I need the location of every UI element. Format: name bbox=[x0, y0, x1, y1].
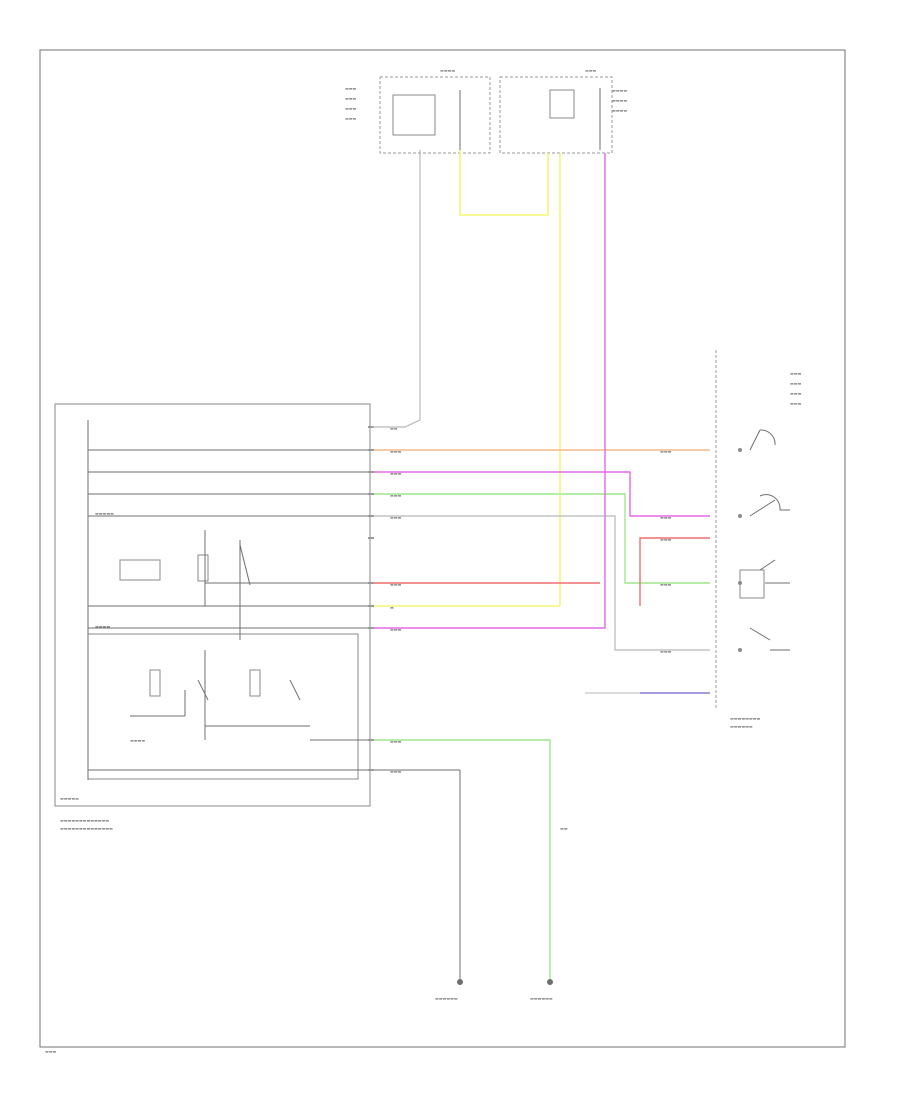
top-left-tiny-label-2: ▬▬▬ bbox=[345, 96, 357, 101]
wire-labels: ▬▬ ▬▬▬ ▬▬▬ ▬▬▬ ▬▬▬ ▬▬▬ ▬ ▬▬▬ ▬▬▬ ▬▬▬ ▬▬▬… bbox=[390, 426, 672, 831]
diagram-frame bbox=[39, 49, 846, 1048]
relay-lower-contact-1 bbox=[197, 679, 209, 701]
wire-label: ▬▬ bbox=[560, 826, 568, 831]
wire-label: ▬▬▬ bbox=[660, 537, 672, 542]
wire-magenta-upper bbox=[374, 471, 710, 517]
wire-red bbox=[639, 537, 710, 606]
wire-label: ▬▬▬ bbox=[390, 449, 402, 454]
top-right-tiny-label-4: ▬▬▬ bbox=[585, 68, 597, 73]
wire-label: ▬▬▬ bbox=[660, 515, 672, 520]
wire-label: ▬▬▬ bbox=[390, 582, 402, 587]
control-module: ▬▬▬▬▬ ▬▬▬▬ ▬▬▬▬ ▬▬▬▬▬ ▬▬▬▬▬▬▬▬▬▬▬▬▬ ▬▬▬▬… bbox=[54, 403, 371, 831]
top-left-tiny-label-1: ▬▬▬ bbox=[345, 86, 357, 91]
simple-switch bbox=[749, 627, 790, 651]
module-pin bbox=[368, 769, 374, 771]
top-right-connector: ▬▬▬▬ ▬▬▬▬ ▬▬▬▬ ▬▬▬ bbox=[499, 68, 627, 154]
wire-green-ground bbox=[374, 739, 551, 980]
switch-pin bbox=[738, 514, 742, 518]
right-tiny-label-6: ▬▬▬▬▬▬ bbox=[730, 724, 753, 729]
wire-label: ▬▬▬ bbox=[660, 649, 672, 654]
wire-green bbox=[374, 493, 710, 584]
module-pin bbox=[368, 739, 374, 741]
top-right-connector-box bbox=[499, 76, 613, 154]
module-pin bbox=[368, 537, 374, 539]
right-tiny-label-4: ▬▬▬ bbox=[790, 401, 802, 406]
wire-gray-mid bbox=[374, 515, 710, 651]
top-left-connector: ▬▬▬ ▬▬▬ ▬▬▬ ▬▬▬ ▬▬▬▬ bbox=[345, 68, 491, 154]
module-pins bbox=[368, 426, 374, 771]
wire-label: ▬▬▬ bbox=[660, 582, 672, 587]
rotary-switch-3 bbox=[759, 559, 790, 584]
module-tiny-label-2: ▬▬▬▬ bbox=[95, 624, 110, 629]
module-pin bbox=[368, 605, 374, 607]
right-switch-assembly: ▬▬▬ ▬▬▬ ▬▬▬ ▬▬▬ ▬▬▬▬▬▬▬▬ ▬▬▬▬▬▬ bbox=[715, 350, 802, 729]
top-right-tiny-label-3: ▬▬▬▬ bbox=[612, 108, 627, 113]
relay-lower-contact-2 bbox=[289, 679, 301, 701]
module-tiny-label-4: ▬▬▬▬▬ bbox=[60, 796, 79, 801]
top-left-tiny-label-4: ▬▬▬ bbox=[345, 116, 357, 121]
module-pin bbox=[368, 426, 374, 428]
wire-magenta-lower bbox=[374, 153, 606, 629]
right-tiny-label-5: ▬▬▬▬▬▬▬▬ bbox=[730, 716, 760, 721]
wire-label: ▬▬▬ bbox=[390, 739, 402, 744]
ground-left-label: ▬▬▬▬▬▬ bbox=[435, 996, 458, 1001]
wire-label: ▬▬ bbox=[390, 426, 398, 431]
right-tiny-label-3: ▬▬▬ bbox=[790, 391, 802, 396]
top-left-tiny-label-3: ▬▬▬ bbox=[345, 106, 357, 111]
top-left-connector-box bbox=[379, 76, 491, 154]
module-tiny-label-1: ▬▬▬▬▬ bbox=[95, 511, 114, 516]
top-left-module bbox=[392, 94, 436, 136]
module-tiny-label-3: ▬▬▬▬ bbox=[130, 738, 145, 743]
control-module-inner-box bbox=[87, 633, 359, 780]
wire-yellow-loop bbox=[459, 150, 549, 216]
module-pin bbox=[368, 627, 374, 629]
relay-lower-coil-2 bbox=[249, 669, 261, 697]
top-right-module bbox=[549, 89, 575, 119]
module-pin bbox=[368, 471, 374, 473]
wire-label: ▬▬▬ bbox=[390, 627, 402, 632]
wire-label: ▬▬▬ bbox=[390, 493, 402, 498]
module-pin bbox=[368, 449, 374, 451]
rotary-switch-3-box bbox=[739, 569, 765, 599]
relay-left-coil bbox=[197, 554, 209, 582]
ground-terminal-right bbox=[547, 979, 553, 985]
module-pin bbox=[368, 515, 374, 517]
rotary-switch-1 bbox=[749, 429, 776, 451]
module-caption-2: ▬▬▬▬▬▬▬▬▬▬▬▬▬▬ bbox=[60, 826, 113, 831]
sensor-component bbox=[119, 559, 161, 581]
module-pin bbox=[368, 493, 374, 495]
wire-label: ▬▬▬ bbox=[390, 769, 402, 774]
relay-lower-coil-1 bbox=[149, 669, 161, 697]
ground-terminal-left bbox=[457, 979, 463, 985]
top-left-tiny-label-5: ▬▬▬▬ bbox=[440, 68, 455, 73]
control-module-box bbox=[54, 403, 371, 807]
corner-mark: ▬▬▬ bbox=[45, 1049, 57, 1054]
right-tiny-label-2: ▬▬▬ bbox=[790, 381, 802, 386]
wire-label: ▬ bbox=[390, 605, 394, 610]
ground-right-label: ▬▬▬▬▬▬ bbox=[530, 996, 553, 1001]
wire-label: ▬▬▬ bbox=[390, 471, 402, 476]
module-caption-1: ▬▬▬▬▬▬▬▬▬▬▬▬▬ bbox=[60, 818, 109, 823]
switch-pin bbox=[738, 648, 742, 652]
relay-left-contact bbox=[239, 544, 251, 586]
switch-pin bbox=[738, 448, 742, 452]
right-tiny-label-1: ▬▬▬ bbox=[790, 371, 802, 376]
top-right-tiny-label-2: ▬▬▬▬ bbox=[612, 98, 627, 103]
rotary-switch-2 bbox=[749, 494, 790, 517]
wire-label: ▬▬▬ bbox=[660, 449, 672, 454]
module-pin bbox=[368, 582, 374, 584]
top-right-tiny-label-1: ▬▬▬▬ bbox=[612, 88, 627, 93]
wire-label: ▬▬▬ bbox=[390, 515, 402, 520]
wire-gray-top-left bbox=[372, 150, 421, 428]
